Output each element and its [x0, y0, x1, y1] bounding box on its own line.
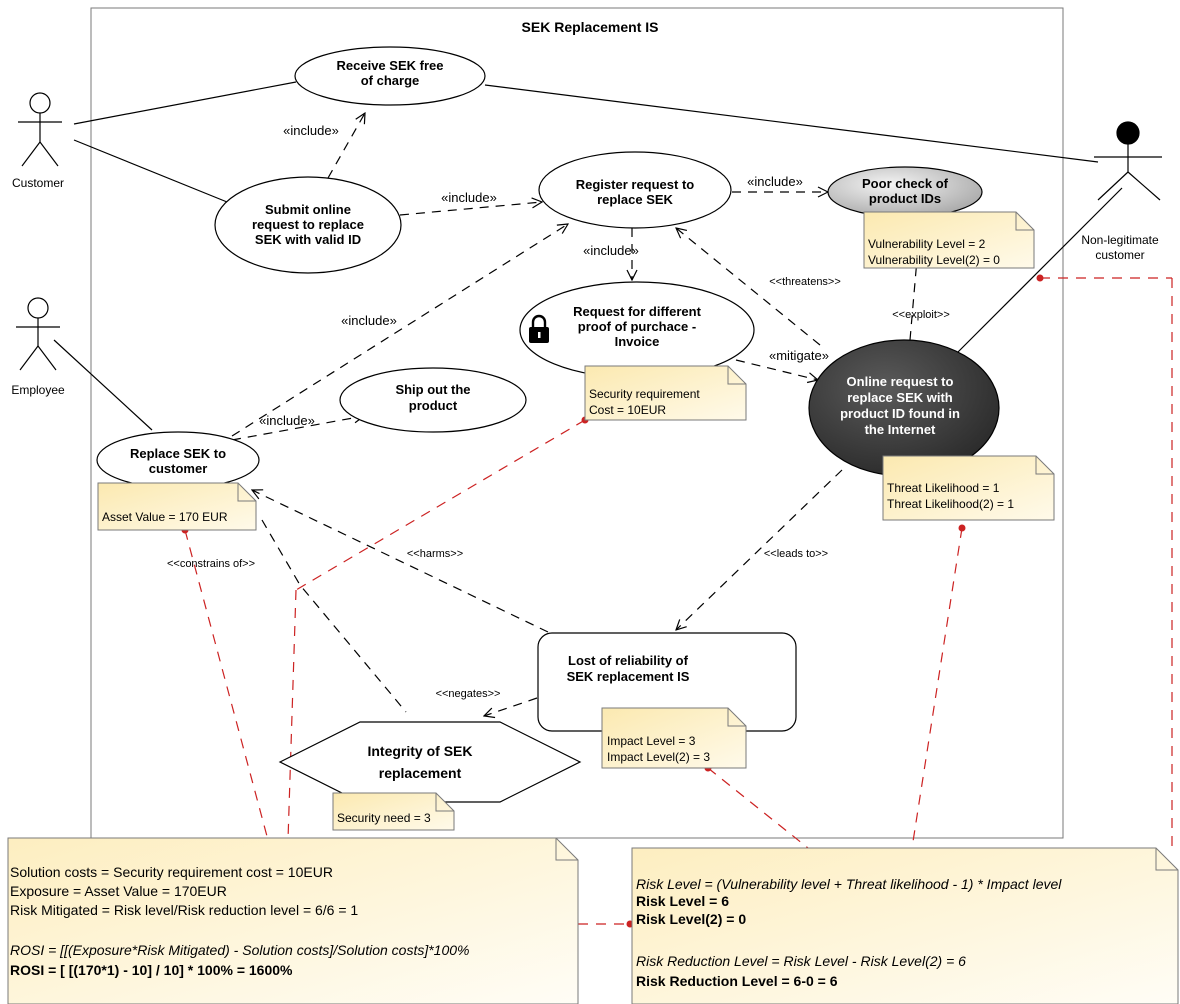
- note-vulnerability: Vulnerability Level = 2 Vulnerability Le…: [863, 211, 1035, 269]
- note-asset-value: Asset Value = 170 EUR: [97, 482, 257, 531]
- usecase-replace-l2: customer: [149, 461, 208, 476]
- relations: [231, 113, 921, 716]
- label-mitigate: «mitigate»: [769, 348, 829, 363]
- usecase-request-proof-l3: Invoice: [615, 334, 660, 349]
- actor-employee-label: Employee: [11, 383, 65, 397]
- actor-non-legitimate: [1094, 121, 1162, 201]
- usecase-online-threat-l4: the Internet: [865, 422, 936, 437]
- usecase-submit-l3: SEK with valid ID: [255, 232, 361, 247]
- actor-associations: [53, 81, 1123, 431]
- svg-text:Risk Reduction Level = 6-0 = 6: Risk Reduction Level = 6-0 = 6: [636, 973, 838, 989]
- label-constrains: <<constrains of>>: [167, 558, 255, 570]
- svg-text:Impact Level(2) = 3: Impact Level(2) = 3: [607, 750, 710, 764]
- svg-text:ROSI = [ [(170*1) - 10] / 10]: ROSI = [ [(170*1) - 10] / 10] * 100% = 1…: [10, 962, 293, 978]
- usecase-submit: [214, 176, 402, 274]
- usecase-poor-check-l1: Poor check of: [862, 176, 949, 191]
- label-include-2: «include»: [441, 190, 497, 205]
- usecase-register-l1: Register request to: [576, 177, 695, 192]
- note-security-need: Security need = 3: [332, 792, 455, 831]
- label-harms: <<harms>>: [407, 548, 463, 560]
- note-risk: Risk Level = (Vulnerability level + Thre…: [631, 847, 1179, 1004]
- usecase-poor-check-l2: product IDs: [869, 191, 941, 206]
- note-rosi: Solution costs = Security requirement co…: [7, 837, 579, 1004]
- label-negates: <<negates>>: [436, 688, 501, 700]
- usecase-online-threat-l1: Online request to: [847, 374, 954, 389]
- usecase-receive: [294, 46, 486, 106]
- svg-text:Security need = 3: Security need = 3: [337, 811, 431, 825]
- svg-text:Cost = 10EUR: Cost = 10EUR: [589, 403, 666, 417]
- usecase-online-threat-l2: replace SEK with: [847, 390, 953, 405]
- svg-text:Risk Level = (Vulnerability le: Risk Level = (Vulnerability level + Thre…: [636, 876, 1062, 892]
- usecase-request-proof-l1: Request for different: [573, 304, 702, 319]
- actor-non-legitimate-label-2: customer: [1095, 248, 1144, 262]
- usecase-submit-l1: Submit online: [265, 202, 351, 217]
- actor-non-legitimate-label-1: Non-legitimate: [1081, 233, 1159, 247]
- actor-employee: [16, 297, 60, 371]
- usecase-ship-l2: product: [409, 398, 458, 413]
- svg-text:Risk Level = 6: Risk Level = 6: [636, 893, 729, 909]
- usecase-receive-l1: Receive SEK free: [337, 58, 444, 73]
- label-include-5: «include»: [341, 313, 397, 328]
- svg-text:Threat Likelihood(2) = 1: Threat Likelihood(2) = 1: [887, 497, 1014, 511]
- usecase-submit-l2: request to replace: [252, 217, 364, 232]
- usecase-replace-l1: Replace SEK to: [130, 446, 226, 461]
- usecase-lost-l2: SEK replacement IS: [567, 669, 690, 684]
- svg-text:Risk Level(2) = 0: Risk Level(2) = 0: [636, 911, 746, 927]
- svg-text:Vulnerability Level = 2: Vulnerability Level = 2: [868, 237, 986, 251]
- label-include-4: «include»: [583, 243, 639, 258]
- label-exploit: <<exploit>>: [892, 309, 950, 321]
- label-include-3: «include»: [747, 174, 803, 189]
- actor-customer: [18, 92, 62, 167]
- usecase-request-proof-l2: proof of purchace -: [578, 319, 696, 334]
- svg-text:Security requirement: Security requirement: [589, 387, 700, 401]
- svg-text:ROSI = [[(Exposure*Risk Mitiga: ROSI = [[(Exposure*Risk Mitigated) - Sol…: [10, 942, 469, 958]
- label-include-1: «include»: [283, 123, 339, 138]
- usecase-ship-l1: Ship out the: [395, 382, 470, 397]
- actor-customer-label: Customer: [12, 176, 64, 190]
- note-security-requirement: Security requirement Cost = 10EUR: [584, 365, 747, 421]
- svg-text:Impact Level = 3: Impact Level = 3: [607, 734, 696, 748]
- label-threatens: <<threatens>>: [769, 276, 841, 288]
- lock-icon: [529, 314, 549, 343]
- svg-text:Vulnerability Level(2) = 0: Vulnerability Level(2) = 0: [868, 253, 1000, 267]
- usecase-receive-l2: of charge: [361, 73, 420, 88]
- svg-text:Threat Likelihood = 1: Threat Likelihood = 1: [887, 481, 1000, 495]
- label-include-6: «include»: [259, 413, 315, 428]
- svg-text:Risk Reduction Level = Risk Le: Risk Reduction Level = Risk Level - Risk…: [636, 953, 966, 969]
- usecase-register: [538, 151, 732, 229]
- relation-labels: «include» «include» «include» «include» …: [167, 123, 950, 700]
- svg-text:Asset Value = 170 EUR: Asset Value = 170 EUR: [102, 510, 228, 524]
- label-leads-to: <<leads to>>: [764, 548, 828, 560]
- usecase-integrity-l2: replacement: [379, 765, 462, 781]
- note-threat-likelihood: Threat Likelihood = 1 Threat Likelihood(…: [882, 455, 1055, 521]
- usecase-integrity-l1: Integrity of SEK: [367, 743, 472, 759]
- svg-text:Risk Mitigated = Risk level/Ri: Risk Mitigated = Risk level/Risk reducti…: [10, 902, 358, 918]
- usecase-online-threat-l3: product ID found in: [840, 406, 960, 421]
- usecase-register-l2: replace SEK: [597, 192, 673, 207]
- system-title: SEK Replacement IS: [522, 19, 659, 35]
- note-anchors: [184, 277, 1173, 925]
- usecase-ship: [339, 367, 527, 433]
- note-impact-level: Impact Level = 3 Impact Level(2) = 3: [601, 707, 747, 769]
- svg-text:Solution costs = Security requ: Solution costs = Security requirement co…: [10, 864, 333, 880]
- usecase-lost-l1: Lost of reliability of: [568, 653, 689, 668]
- svg-text:Exposure = Asset Value = 170EU: Exposure = Asset Value = 170EUR: [10, 883, 227, 899]
